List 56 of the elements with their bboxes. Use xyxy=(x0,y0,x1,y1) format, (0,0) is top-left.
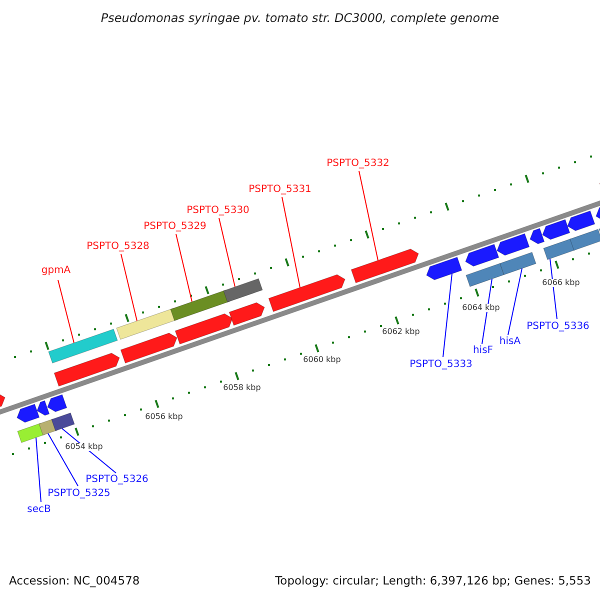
gene-label: PSPTO_5332 xyxy=(326,159,390,169)
gene-label: PSPTO_5326 xyxy=(86,475,148,485)
gene-label: PSPTO_5331 xyxy=(248,185,312,195)
leader-line xyxy=(282,196,300,288)
scale-label: 6064 kbp xyxy=(461,304,501,312)
gene-block xyxy=(0,392,6,408)
gene-block xyxy=(36,400,50,416)
gene-label: PSPTO_5330 xyxy=(186,206,250,216)
leader-line xyxy=(482,278,492,344)
cog-bar xyxy=(223,278,263,303)
cog-bar xyxy=(48,328,118,364)
gene-block xyxy=(54,352,120,387)
leader-line xyxy=(508,268,522,336)
cog-bar xyxy=(466,263,504,287)
leader-line xyxy=(218,218,236,288)
cog-bar xyxy=(17,422,45,444)
diagram-title: Pseudomonas syringae pv. tomato str. DC3000, complete genome xyxy=(100,12,500,24)
leader-line xyxy=(120,254,138,322)
gene-block xyxy=(268,274,346,312)
scale-label: 6058 kbp xyxy=(222,384,262,392)
scale-label: 6060 kbp xyxy=(302,356,342,364)
gene-label: hisF xyxy=(472,346,494,356)
scale-label: 6054 kbp xyxy=(64,443,104,451)
summary-text: Topology: circular; Length: 6,397,126 bp; Genes: 5,553 xyxy=(275,575,591,587)
leader-line xyxy=(58,280,74,344)
scale-label: 6066 kbp xyxy=(541,279,581,287)
gene-block xyxy=(120,332,178,364)
gene-label: PSPTO_5329 xyxy=(144,222,206,232)
gene-block xyxy=(228,302,265,326)
gene-block xyxy=(426,256,462,280)
gene-block xyxy=(350,248,419,284)
leader-line xyxy=(358,170,378,261)
gene-label: PSPTO_5328 xyxy=(86,242,150,252)
cog-bar xyxy=(51,412,75,432)
leader-line xyxy=(36,437,42,502)
gene-label: PSPTO_5333 xyxy=(410,360,472,370)
leader-line xyxy=(48,432,78,486)
gene-label: hisA xyxy=(499,337,521,347)
gene-label: gpmA xyxy=(41,266,71,276)
gene-label: PSPTO_5325 xyxy=(48,489,110,499)
leader-line xyxy=(550,258,558,320)
scale-label: 6062 kbp xyxy=(381,328,421,336)
gene-block xyxy=(596,205,600,222)
leader-line xyxy=(442,273,452,358)
gene-block xyxy=(174,313,233,345)
cog-bar xyxy=(543,238,575,260)
leader-line xyxy=(176,234,192,302)
scale-label: 6056 kbp xyxy=(144,413,184,421)
cog-bar xyxy=(170,290,230,321)
gene-label: PSPTO_5336 xyxy=(526,322,590,332)
gene-block xyxy=(47,394,68,412)
gene-block xyxy=(465,244,500,267)
gene-block xyxy=(530,228,545,244)
accession-text: Accession: NC_004578 xyxy=(9,575,140,587)
cog-bar xyxy=(500,252,536,276)
gene-label: secB xyxy=(27,505,51,515)
